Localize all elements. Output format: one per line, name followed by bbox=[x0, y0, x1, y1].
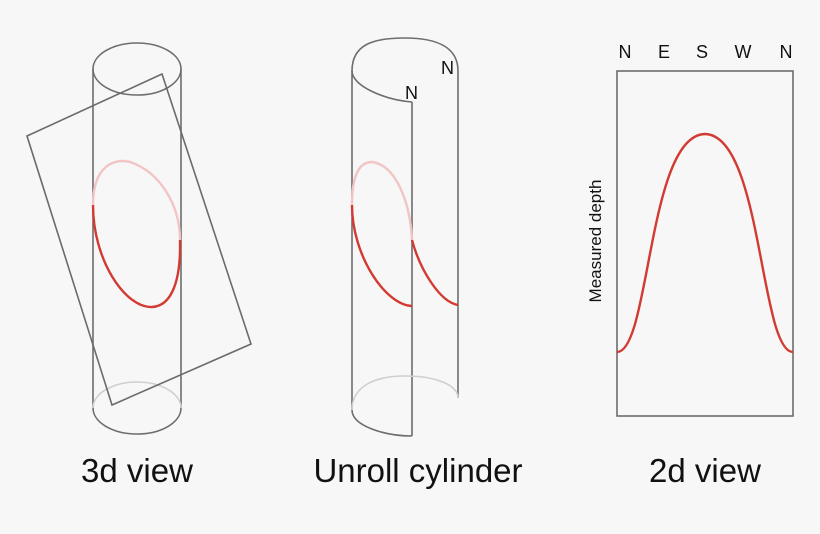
intersection-front-arc bbox=[91, 204, 182, 309]
intersection-ellipse bbox=[91, 159, 182, 309]
compass-label-n-right: N bbox=[779, 42, 793, 62]
unrolled-image-frame bbox=[616, 70, 794, 417]
caption-3d-view: 3d view bbox=[81, 452, 193, 489]
unroll-bottom-hidden-arc bbox=[351, 375, 459, 411]
unroll-bottom-front-arc bbox=[351, 409, 413, 437]
compass-label-s: S bbox=[695, 42, 708, 62]
unroll-curve bbox=[350, 160, 459, 308]
compass-label-w: W bbox=[734, 42, 752, 62]
unroll-north-label-edge: N bbox=[441, 58, 454, 78]
unroll-top-arc bbox=[351, 37, 459, 72]
measured-depth-axis-label: Measured depth bbox=[586, 179, 605, 303]
intersection-back-arc bbox=[91, 159, 182, 241]
unroll-top-inner-arc bbox=[351, 70, 413, 103]
unroll-curve-back bbox=[350, 160, 414, 241]
caption-2d-view: 2d view bbox=[649, 452, 761, 489]
cylinder-bottom-hidden-arc bbox=[92, 381, 182, 409]
cylinder-unrolling bbox=[351, 37, 459, 437]
sinusoid-curve bbox=[616, 132, 794, 354]
unroll-north-label-seam: N bbox=[405, 83, 418, 103]
unroll-curve-front-right bbox=[410, 239, 459, 307]
caption-unroll-cylinder: Unroll cylinder bbox=[313, 452, 523, 489]
compass-label-e: E bbox=[657, 42, 670, 62]
cylinder-3d bbox=[92, 42, 182, 435]
unroll-curve-front-left bbox=[350, 204, 413, 308]
dipping-plane bbox=[26, 72, 252, 407]
cylinder-bottom-front-arc bbox=[92, 407, 182, 435]
cylinder-top-ellipse bbox=[92, 42, 182, 96]
compass-label-n-left: N bbox=[618, 42, 632, 62]
